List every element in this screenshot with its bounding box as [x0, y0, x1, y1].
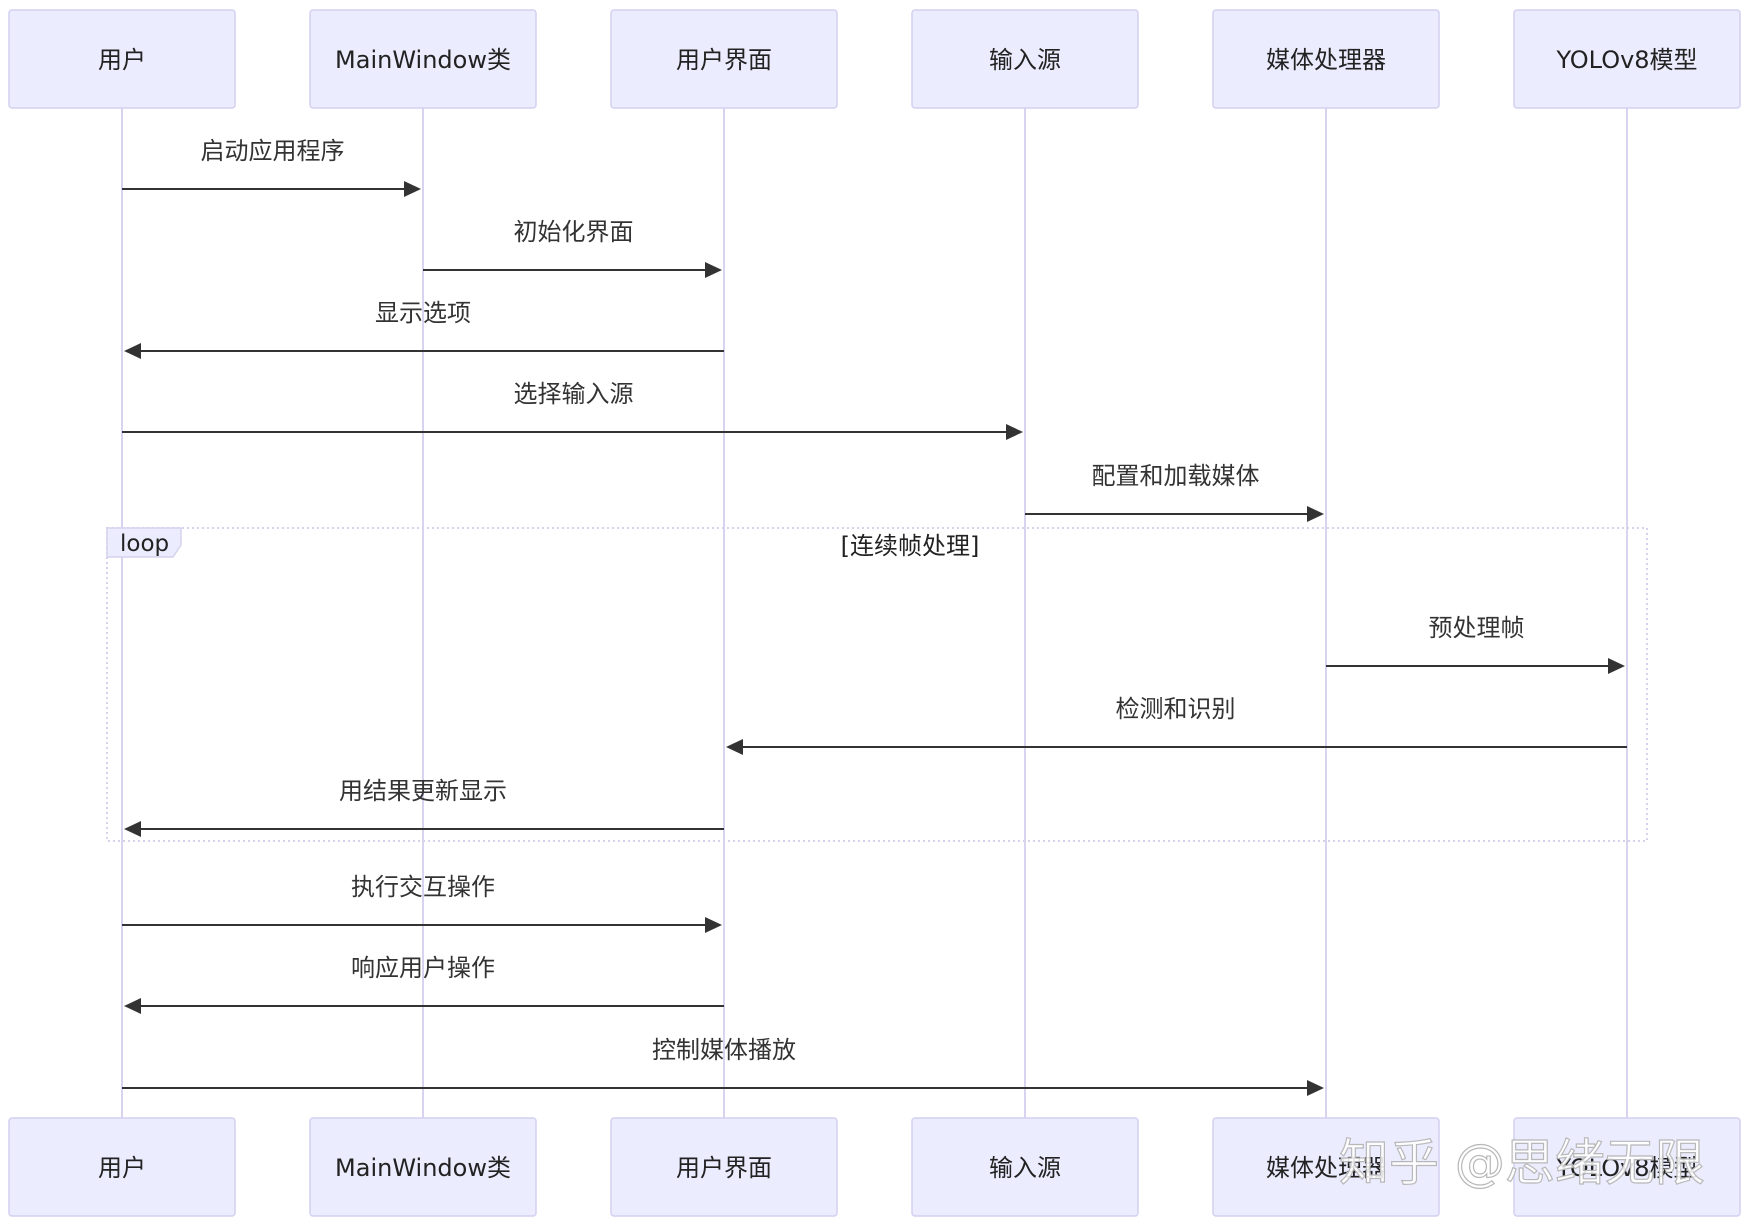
message-2: 初始化界面 — [423, 218, 722, 278]
message-label: 初始化界面 — [514, 218, 634, 246]
message-11: 控制媒体播放 — [122, 1036, 1324, 1096]
message-label: 配置和加载媒体 — [1092, 462, 1260, 490]
participant-label: 用户 — [98, 1154, 146, 1182]
participant-ui-bottom: 用户界面 — [610, 1117, 838, 1217]
message-label: 显示选项 — [375, 299, 471, 327]
participants-bottom: 用户 MainWindow类 用户界面 输入源 媒体处理器 YOLOv8模型 — [8, 1117, 1741, 1217]
participant-label: 用户 — [98, 46, 146, 74]
participant-label: YOLOv8模型 — [1555, 46, 1697, 74]
message-3: 显示选项 — [124, 299, 724, 359]
loop-tag — [106, 527, 182, 558]
message-arrowhead — [705, 262, 722, 278]
message-arrowhead — [124, 821, 141, 837]
message-arrowhead — [1307, 1080, 1324, 1096]
watermark-text: 知乎 @思绪无限 — [1339, 1134, 1705, 1192]
participant-label: 输入源 — [989, 1154, 1061, 1182]
participant-mainwindow-bottom: MainWindow类 — [309, 1117, 537, 1217]
message-9: 执行交互操作 — [122, 873, 722, 933]
message-label: 启动应用程序 — [201, 137, 345, 165]
message-arrowhead — [1006, 424, 1023, 440]
participant-input-bottom: 输入源 — [911, 1117, 1139, 1217]
participant-label: 输入源 — [989, 46, 1061, 74]
loop-condition: [连续帧处理] — [841, 532, 980, 560]
participant-box — [8, 1117, 236, 1217]
participant-box — [1212, 9, 1440, 109]
message-arrowhead — [705, 917, 722, 933]
participant-media-bottom: 媒体处理器 — [1212, 1117, 1440, 1217]
loop-fragment: loop [连续帧处理] — [106, 527, 1648, 842]
participant-label: 媒体处理器 — [1266, 1154, 1386, 1182]
participant-box — [1212, 1117, 1440, 1217]
message-arrowhead — [726, 739, 743, 755]
participant-user-top: 用户 — [8, 9, 236, 109]
messages: 启动应用程序初始化界面显示选项选择输入源配置和加载媒体预处理帧检测和识别用结果更… — [122, 137, 1627, 1096]
participant-box — [8, 9, 236, 109]
message-arrowhead — [124, 998, 141, 1014]
message-label: 选择输入源 — [514, 380, 634, 408]
participant-label: YOLOv8模型 — [1555, 1154, 1697, 1182]
message-10: 响应用户操作 — [124, 954, 724, 1014]
message-arrowhead — [124, 343, 141, 359]
message-arrowhead — [1608, 658, 1625, 674]
participant-box — [309, 1117, 537, 1217]
participant-yolo-bottom: YOLOv8模型 — [1513, 1117, 1741, 1217]
participants-top: 用户 MainWindow类 用户界面 输入源 媒体处理器 YOLOv8模型 — [8, 9, 1741, 109]
message-label: 响应用户操作 — [351, 954, 495, 982]
message-label: 执行交互操作 — [351, 873, 495, 901]
loop-keyword: loop — [120, 531, 169, 557]
participant-input-top: 输入源 — [911, 9, 1139, 109]
lifelines — [121, 108, 1628, 1118]
participant-label: MainWindow类 — [335, 1154, 511, 1182]
participant-box — [1513, 1117, 1741, 1217]
loop-frame — [106, 527, 1648, 842]
participant-box — [309, 9, 537, 109]
message-4: 选择输入源 — [122, 380, 1023, 440]
participant-ui-top: 用户界面 — [610, 9, 838, 109]
message-arrowhead — [404, 181, 421, 197]
participant-media-top: 媒体处理器 — [1212, 9, 1440, 109]
message-5: 配置和加载媒体 — [1025, 462, 1324, 522]
participant-box — [911, 1117, 1139, 1217]
message-label: 控制媒体播放 — [652, 1036, 796, 1064]
participant-box — [911, 9, 1139, 109]
message-label: 用结果更新显示 — [339, 777, 507, 805]
message-label: 预处理帧 — [1429, 614, 1525, 642]
participant-user-bottom: 用户 — [8, 1117, 236, 1217]
participant-label: 媒体处理器 — [1266, 46, 1386, 74]
participant-box — [610, 9, 838, 109]
message-6: 预处理帧 — [1326, 614, 1625, 674]
participant-box — [1513, 9, 1741, 109]
message-1: 启动应用程序 — [122, 137, 421, 197]
message-arrowhead — [1307, 506, 1324, 522]
message-8: 用结果更新显示 — [124, 777, 724, 837]
participant-mainwindow-top: MainWindow类 — [309, 9, 537, 109]
participant-label: 用户界面 — [676, 46, 772, 74]
participant-label: 用户界面 — [676, 1154, 772, 1182]
message-7: 检测和识别 — [726, 695, 1627, 755]
message-label: 检测和识别 — [1116, 695, 1236, 723]
participant-yolo-top: YOLOv8模型 — [1513, 9, 1741, 109]
participant-label: MainWindow类 — [335, 46, 511, 74]
participant-box — [610, 1117, 838, 1217]
